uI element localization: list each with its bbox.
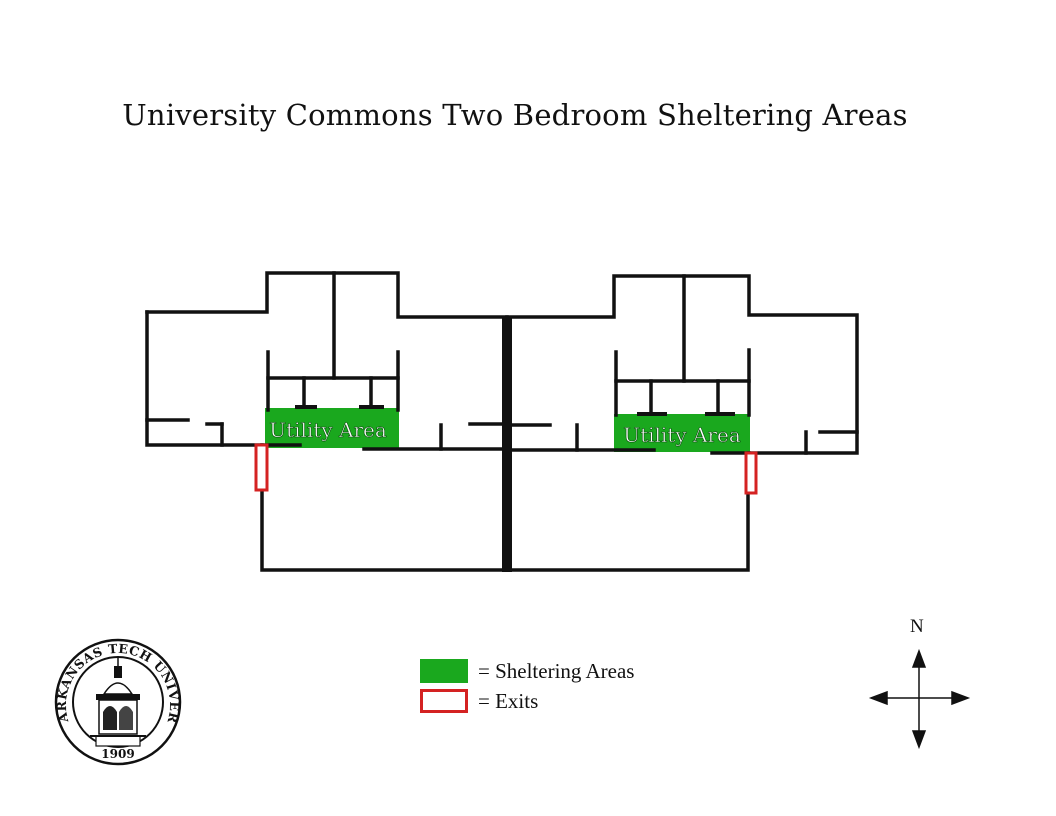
walls — [145, 271, 859, 572]
legend-label-exits: = Exits — [478, 688, 539, 713]
exit-swatch — [420, 689, 468, 713]
svg-text:1909: 1909 — [101, 747, 134, 761]
exit-right — [744, 451, 758, 495]
compass-north-label: N — [910, 616, 924, 637]
legend-item-exits: = Exits — [420, 686, 634, 716]
legend-item-sheltering: = Sheltering Areas — [420, 656, 634, 686]
area-label-right: Utility Area — [623, 423, 741, 447]
sheltering-swatch — [420, 659, 468, 683]
exit-left — [254, 443, 269, 492]
center-wall — [502, 317, 512, 572]
sheltering-area-left — [265, 408, 399, 448]
legend-label-sheltering: = Sheltering Areas — [478, 658, 635, 683]
area-label-left: Utility Area — [269, 418, 387, 442]
university-seal-logo: ARKANSAS TECH UNIVERSITY 1909 — [0, 0, 182, 766]
legend: = Sheltering Areas = Exits — [420, 656, 634, 716]
page-title: University Commons Two Bedroom Shelterin… — [122, 98, 908, 132]
sheltering-area-right — [614, 414, 750, 452]
svg-text:ARKANSAS TECH UNIVERSITY: ARKANSAS TECH UNIVERSITY — [0, 0, 182, 725]
compass-icon — [868, 648, 971, 750]
